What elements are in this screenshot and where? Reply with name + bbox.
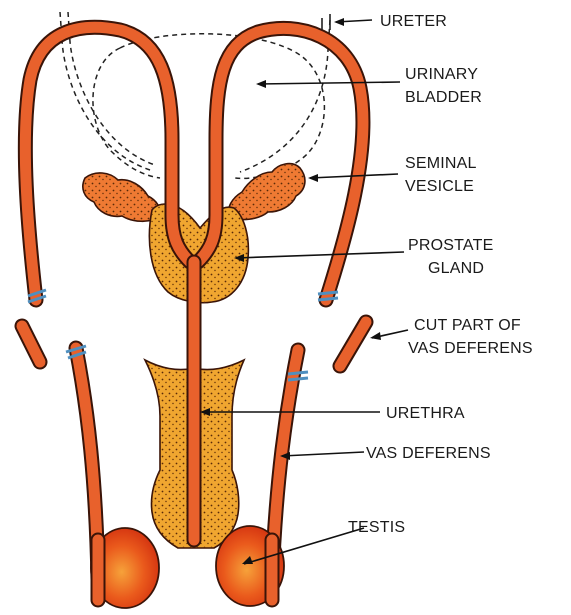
label-urinary-bladder-line2: BLADDER: [405, 89, 482, 106]
label-ureter: URETER: [380, 13, 447, 30]
urinary-bladder-outline: [60, 12, 330, 178]
labels: URETER URINARY BLADDER SEMINAL VESICLE P…: [348, 13, 533, 536]
label-urinary-bladder-line1: URINARY: [405, 66, 478, 83]
label-vas-deferens: VAS DEFERENS: [366, 445, 491, 462]
label-cut-part-line2: VAS DEFERENS: [408, 340, 533, 357]
ureter-stubs: [322, 14, 330, 30]
label-prostate-gland-line1: PROSTATE: [408, 237, 493, 254]
label-testis: TESTIS: [348, 519, 405, 536]
label-seminal-vesicle-line1: SEMINAL: [405, 155, 477, 172]
label-cut-part-line1: CUT PART OF: [414, 317, 521, 334]
seminal-vesicles: [83, 164, 305, 222]
label-seminal-vesicle-line2: VESICLE: [405, 178, 474, 195]
label-prostate-gland-line2: GLAND: [428, 260, 484, 277]
label-urethra: URETHRA: [386, 405, 465, 422]
